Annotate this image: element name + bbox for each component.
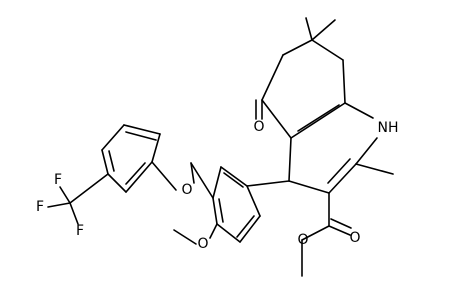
bond-c2-c3 xyxy=(328,163,357,194)
bond-c2-methyl xyxy=(355,163,394,175)
bond-c8a-n1 xyxy=(344,102,374,119)
bond-c3-c4 xyxy=(288,180,330,194)
bond-c7-methyl-b xyxy=(311,19,336,41)
bond-aryl2-cf3 xyxy=(69,173,109,204)
bond-aryl-c2-c3 xyxy=(239,215,261,243)
bond-aryl-ch2 xyxy=(190,162,214,199)
nh-label: NH xyxy=(378,120,399,136)
bond-ether-o-aryl2 xyxy=(151,161,177,191)
fluorine-3-label: F xyxy=(76,223,84,239)
bond-c7-methyl-a xyxy=(305,17,313,41)
bond-ch2-ether-o xyxy=(190,162,195,184)
bond-aryl-c1-c2 xyxy=(246,185,261,217)
bond-c7-c6 xyxy=(282,39,313,56)
bond-c4-aryl xyxy=(246,180,290,187)
fluorine-2-label: F xyxy=(36,199,44,215)
bond-aryl2-c4-c5 xyxy=(101,149,109,175)
bond-aryl-c6-c1-inner xyxy=(223,172,244,188)
bond-cf3-f3 xyxy=(69,202,79,225)
bond-c2-c3-double xyxy=(327,158,351,184)
ether-o-label: O xyxy=(181,182,192,198)
bond-n1-c2 xyxy=(355,137,378,165)
bond-aryl-c2-c3-inner xyxy=(236,215,255,238)
bond-aryl-c6-c1 xyxy=(220,166,248,187)
bond-c5-c4a xyxy=(261,99,292,139)
ester-o-label: O xyxy=(297,232,308,248)
bond-c4-c4a xyxy=(288,137,292,182)
bond-cf3-f1 xyxy=(59,186,71,204)
bond-aryl-c4-c5 xyxy=(212,197,218,225)
bond-ester-c-o xyxy=(301,225,330,241)
bond-cf3-f2 xyxy=(47,202,71,208)
bond-aryl2-c2-c3-inner xyxy=(125,131,157,141)
ester-carbonyl-o-label: O xyxy=(349,230,360,246)
bond-aryl2-c5-c6 xyxy=(107,173,127,193)
bond-c4a-c8a-double xyxy=(297,104,340,132)
bond-aryl2-c3-c4 xyxy=(101,124,125,151)
bond-c8a-c8 xyxy=(342,59,346,104)
bond-ester-c-carbonyl-o-double xyxy=(330,218,352,229)
bond-aryl2-c6-c1-inner xyxy=(125,162,146,185)
bond-ester-c-carbonyl-o xyxy=(328,225,351,236)
bond-methoxy-o-ch3 xyxy=(173,229,197,245)
bond-aryl2-c1-c2 xyxy=(151,133,161,163)
fluorine-1-label: F xyxy=(54,172,62,188)
methoxy-o-label: O xyxy=(197,236,208,252)
bond-aryl2-c6-c1 xyxy=(125,161,153,193)
bond-aryl-methoxy-o xyxy=(209,223,218,239)
bond-c8-c7 xyxy=(311,39,344,61)
bond-aryl-c3-c4 xyxy=(216,223,241,243)
ketone-o-label: O xyxy=(253,119,264,135)
bond-aryl-c5-c6 xyxy=(212,166,222,199)
bond-aryl2-c2-c3 xyxy=(123,124,161,135)
bond-c6-c5 xyxy=(261,54,284,101)
bond-c4a-c8a xyxy=(290,102,346,139)
bond-aryl2-c4-c5-inner xyxy=(108,150,115,172)
bond-aryl-c4-c5-inner xyxy=(218,198,224,223)
